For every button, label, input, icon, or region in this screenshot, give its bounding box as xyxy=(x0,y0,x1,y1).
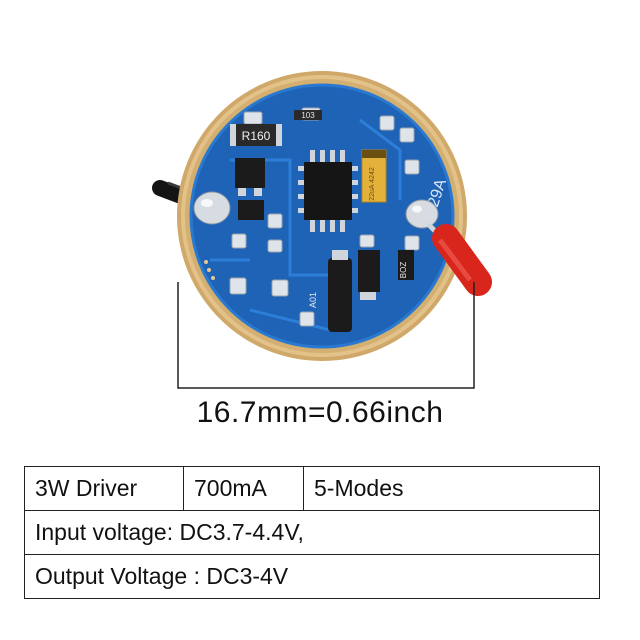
transistor-left xyxy=(235,158,265,196)
negative-solder-pad xyxy=(193,191,231,225)
spec-row-summary: 3W Driver 700mA 5-Modes xyxy=(24,466,600,511)
spec-output-voltage: Output Voltage : DC3-4V xyxy=(24,554,600,599)
positive-wire xyxy=(426,222,492,296)
spec-current: 700mA xyxy=(183,466,304,511)
edge-dots xyxy=(204,260,215,280)
spec-input-voltage: Input voltage: DC3.7-4.4V, xyxy=(24,510,600,555)
positive-solder-pad xyxy=(405,199,439,229)
svg-text:A01: A01 xyxy=(308,292,318,308)
spec-table: 3W Driver 700mA 5-Modes Input voltage: D… xyxy=(24,466,600,599)
tantalum-capacitor: 22uA 4242 xyxy=(361,149,387,203)
spec-row-output: Output Voltage : DC3-4V xyxy=(24,554,600,599)
dimension-bracket xyxy=(177,282,475,389)
spec-row-input: Input voltage: DC3.7-4.4V, xyxy=(24,510,600,555)
spec-modes: 5-Modes xyxy=(303,466,600,511)
smd-component-right: BOZ xyxy=(398,250,414,280)
driver-board-photo: R160 103 22uA 4242 xyxy=(152,71,492,389)
resistor-103: 103 xyxy=(294,110,322,120)
driver-ic-chip xyxy=(298,150,358,232)
svg-text:BOZ: BOZ xyxy=(399,262,408,279)
spec-driver: 3W Driver xyxy=(24,466,184,511)
mosfet-left xyxy=(238,200,264,220)
diode-component xyxy=(358,250,380,300)
dimension-label: 16.7mm=0.66inch xyxy=(196,396,444,429)
svg-text:22uA 4242: 22uA 4242 xyxy=(369,167,376,201)
resistor-r160: R160 xyxy=(230,124,282,146)
svg-text:R160: R160 xyxy=(242,129,271,143)
diode-a01: A01 xyxy=(308,250,352,332)
svg-text:103: 103 xyxy=(301,111,315,120)
